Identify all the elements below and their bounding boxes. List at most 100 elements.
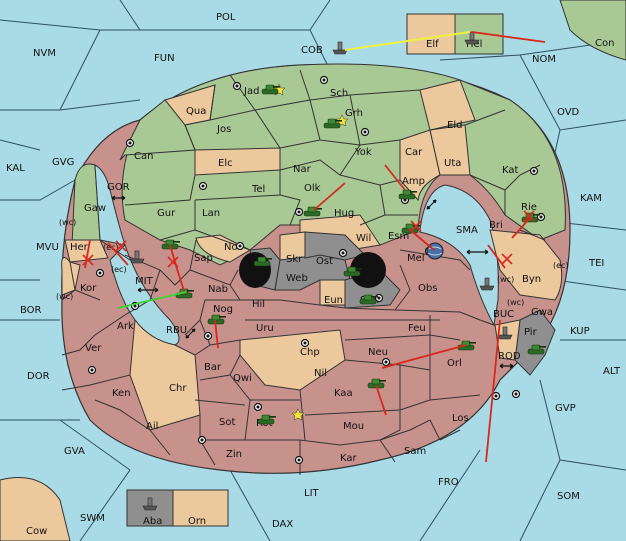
label-web: Web xyxy=(286,273,308,284)
coast-her-ec: (ec) xyxy=(103,243,119,252)
label-cob: COB xyxy=(301,45,323,56)
label-esm: Esm xyxy=(388,231,409,242)
label-amp: Amp xyxy=(402,176,425,187)
label-uta: Uta xyxy=(444,158,461,169)
convoy-line xyxy=(344,31,471,51)
label-uru: Uru xyxy=(256,323,274,334)
supply-center xyxy=(294,455,304,465)
label-fun: FUN xyxy=(154,53,175,64)
supply-center xyxy=(197,435,207,445)
label-elf: Elf xyxy=(426,39,439,50)
label-ark: Ark xyxy=(117,321,134,332)
label-mou: Mou xyxy=(343,421,364,432)
label-nab: Nab xyxy=(208,284,228,295)
label-som: SOM xyxy=(557,491,580,502)
coast-byn-ec: (ec) xyxy=(553,261,569,270)
label-kup: KUP xyxy=(570,326,590,337)
label-pir: Pir xyxy=(524,327,538,338)
label-sch: Sch xyxy=(330,88,348,99)
label-sot: Sot xyxy=(219,417,235,428)
supply-center xyxy=(203,331,213,341)
supply-center xyxy=(95,268,105,278)
supply-center xyxy=(511,389,521,399)
label-tei: TEI xyxy=(588,258,604,269)
label-rie: Rie xyxy=(521,202,537,213)
land-kor-coast[interactable] xyxy=(61,257,81,296)
supply-center xyxy=(381,357,391,367)
label-rbu: RBU xyxy=(166,325,187,336)
supply-center xyxy=(87,365,97,375)
land-cow[interactable] xyxy=(0,477,71,541)
label-ken: Ken xyxy=(112,388,131,399)
label-con: Con xyxy=(595,38,614,49)
label-gvg: GVG xyxy=(52,157,74,168)
coast-gwa-wc: (wc) xyxy=(507,298,524,307)
label-byn: Byn xyxy=(522,274,541,285)
land-chr[interactable] xyxy=(129,318,201,431)
coast-labels: (wc) (ec) (ec) (wc) (wc) (ec) (wc) xyxy=(56,218,569,307)
coast-mit-ec: (ec) xyxy=(111,265,127,274)
label-qua: Qua xyxy=(186,106,206,117)
land-orn[interactable] xyxy=(172,489,229,527)
supply-center xyxy=(294,207,304,217)
label-lan: Lan xyxy=(202,208,220,219)
support-order xyxy=(117,291,187,309)
label-neu: Neu xyxy=(368,347,388,358)
label-hil: Hil xyxy=(252,299,265,310)
supply-center xyxy=(338,248,348,258)
label-swm: SWM xyxy=(80,513,105,524)
label-bri: Bri xyxy=(489,220,503,231)
label-nor: Nor xyxy=(224,242,243,253)
label-can: Can xyxy=(134,151,153,162)
label-bor: BOR xyxy=(20,305,42,316)
label-eld: Eld xyxy=(447,120,462,131)
label-ost: Ost xyxy=(316,256,333,267)
label-kal: KAL xyxy=(6,163,25,174)
label-eun: Eun xyxy=(324,295,343,306)
land-elf[interactable] xyxy=(406,13,456,55)
label-feu: Feu xyxy=(408,323,426,334)
failed-order-marks xyxy=(82,210,535,268)
label-grh: Grh xyxy=(345,108,363,119)
label-gaw: Gaw xyxy=(84,203,106,214)
label-mel: Mel xyxy=(407,253,425,264)
label-gvp: GVP xyxy=(555,403,576,414)
label-jos: Jos xyxy=(216,124,231,135)
supply-center xyxy=(374,293,384,303)
land-eld[interactable] xyxy=(419,79,476,131)
label-orn: Orn xyxy=(188,516,206,527)
land-byn[interactable] xyxy=(489,229,563,301)
label-cow: Cow xyxy=(26,526,47,537)
label-obs: Obs xyxy=(418,283,437,294)
land-ost[interactable] xyxy=(304,231,366,261)
label-kaa: Kaa xyxy=(334,388,353,399)
label-alt: ALT xyxy=(603,366,621,377)
label-nog: Nog xyxy=(213,304,233,315)
label-gwa: Gwa xyxy=(531,307,553,318)
land-nor[interactable] xyxy=(195,234,252,263)
province-labels: Elf Hel Jad Sch Qua Grh Eld Jos Can Yok … xyxy=(70,39,553,527)
supply-centers xyxy=(87,75,546,465)
label-nil: Nil xyxy=(314,368,327,379)
label-wil: Wil xyxy=(356,233,371,244)
supply-center xyxy=(360,127,370,137)
label-bar: Bar xyxy=(204,362,222,373)
black-zone-east xyxy=(350,252,386,288)
label-kam: KAM xyxy=(580,193,602,204)
label-sma: SMA xyxy=(456,225,478,236)
land-her[interactable] xyxy=(64,239,109,263)
label-qwi: Qwi xyxy=(233,373,252,384)
supply-center xyxy=(235,241,245,251)
label-kar: Kar xyxy=(340,453,358,464)
label-fro: FRO xyxy=(438,477,459,488)
label-mvu: MVU xyxy=(36,242,59,253)
land-rod-coast[interactable] xyxy=(494,319,521,361)
land-elc[interactable] xyxy=(194,147,281,176)
label-dor: DOR xyxy=(27,371,50,382)
supply-center xyxy=(319,75,329,85)
label-hug: Hug xyxy=(334,208,354,219)
label-nom: NOM xyxy=(532,54,556,65)
label-zin: Zin xyxy=(226,449,242,460)
label-olk: Olk xyxy=(304,183,321,194)
label-jad: Jad xyxy=(243,86,259,97)
